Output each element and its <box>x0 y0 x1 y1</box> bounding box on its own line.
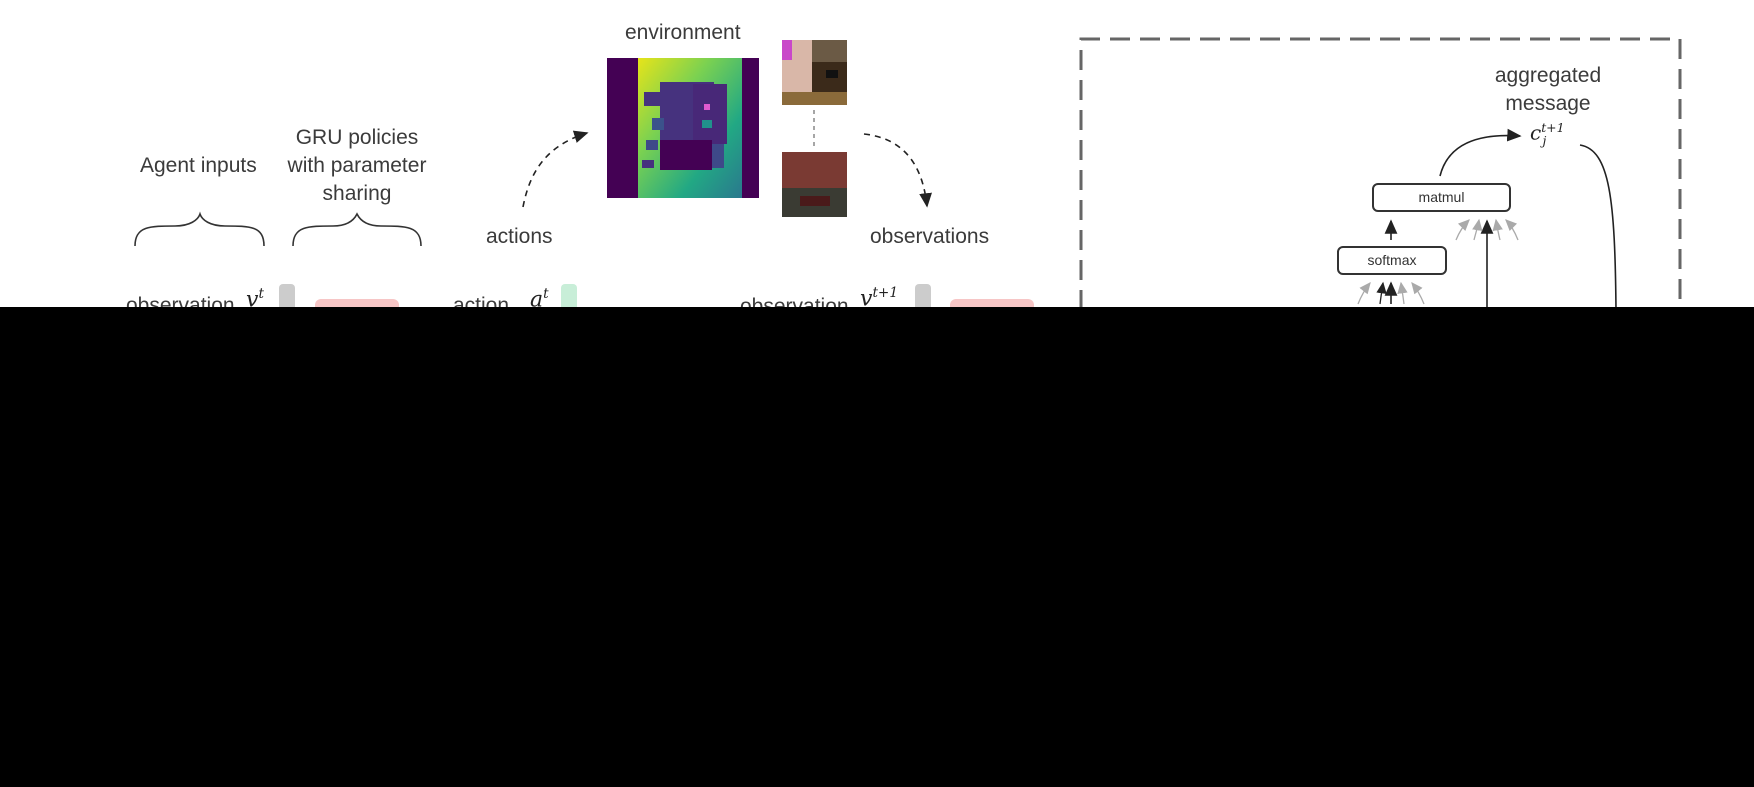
gru-label-line3: sharing <box>322 182 392 205</box>
occluded-region <box>0 307 1754 787</box>
agent-inputs-label: Agent inputs <box>140 154 257 177</box>
environment-map <box>607 58 759 198</box>
action-symbol: at <box>530 286 549 312</box>
observation-next-sup: t+1 <box>872 285 898 301</box>
matmul-box: matmul <box>1372 183 1511 212</box>
action-var: a <box>530 287 544 313</box>
message-loop-line <box>1579 144 1617 311</box>
gru-policies-label: GRU policies with parameter sharing <box>282 124 432 208</box>
matmul-input-arrows <box>1455 218 1519 241</box>
action-sup: t <box>543 286 549 302</box>
message-symbol: ct+1j <box>1530 120 1564 148</box>
matmul-label: matmul <box>1418 189 1465 205</box>
actions-arrow <box>522 130 589 208</box>
observation-sup: t <box>258 286 264 302</box>
environment-label: environment <box>625 21 741 44</box>
gru-label-line2: with parameter <box>287 154 427 177</box>
aggregated-line2: message <box>1505 92 1591 115</box>
observation-var: v <box>246 287 259 313</box>
aggregated-line1: aggregated <box>1494 64 1602 87</box>
message-panel-frame <box>1079 37 1682 310</box>
matmul-to-message-arrow <box>1439 128 1522 177</box>
message-sup: t+1 <box>1541 120 1565 135</box>
agent-inputs-brace <box>134 211 265 247</box>
gru-brace <box>292 212 422 247</box>
first-person-view-top <box>782 40 847 105</box>
observation-next-symbol: vt+1 <box>860 285 898 311</box>
observations-arrow <box>863 133 932 208</box>
gru-label-line1: GRU policies <box>295 126 419 149</box>
softmax-box: softmax <box>1337 246 1447 275</box>
first-person-view-bottom <box>782 152 847 217</box>
observation-next-var: v <box>860 286 873 312</box>
aggregated-message-label: aggregated message <box>1488 62 1608 118</box>
observation-symbol: vt <box>246 286 264 312</box>
actions-label: actions <box>486 225 553 248</box>
observations-label: observations <box>870 225 990 248</box>
message-var: c <box>1530 120 1542 145</box>
softmax-input-arrows <box>1357 281 1425 305</box>
softmax-label: softmax <box>1367 252 1417 268</box>
message-sub: j <box>1542 132 1547 148</box>
